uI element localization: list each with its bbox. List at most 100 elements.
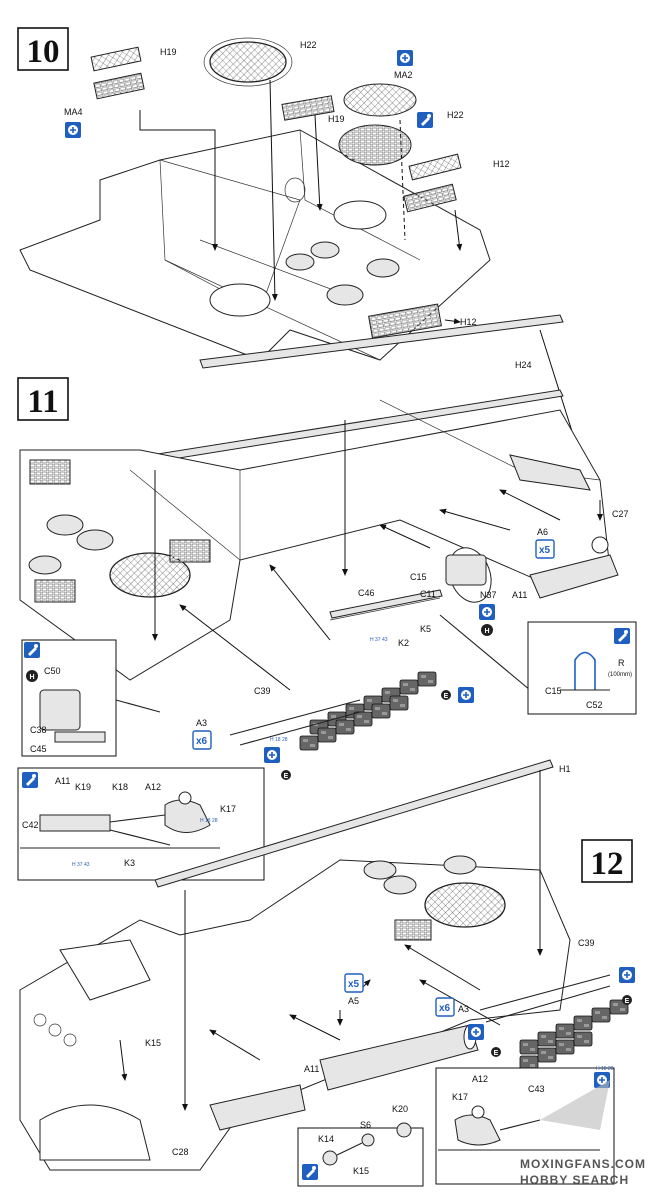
watermark-line2: HOBBY SEARCH — [520, 1173, 629, 1187]
grill-h19-mid — [281, 95, 335, 121]
bolt-e-icon — [441, 690, 451, 700]
ref-h37-43: H 37 43 — [370, 637, 388, 643]
label-k17: K17 — [220, 804, 236, 814]
mesh-ma4 — [90, 46, 142, 72]
label-h24: H24 — [515, 360, 532, 370]
step-11-box — [17, 377, 69, 421]
label-h12-b: H12 — [460, 317, 477, 327]
part-a11-upper — [529, 554, 619, 599]
glue-icon — [22, 772, 38, 788]
label-k2: K2 — [398, 638, 409, 648]
label-a3: A3 — [458, 1004, 469, 1014]
label-h22-b: H22 — [447, 110, 464, 120]
label-c15-b: C15 — [545, 686, 562, 696]
step-11-number: 11 — [27, 384, 58, 420]
repeat-icon-x5: x5 — [348, 979, 360, 990]
label-c50: C50 — [44, 666, 61, 676]
cement-icon — [467, 1023, 485, 1041]
label-r: R — [618, 658, 625, 668]
cement-icon — [396, 49, 414, 67]
label-c43: C43 — [528, 1084, 545, 1094]
label-c27: C27 — [612, 509, 629, 519]
label-c39: C39 — [254, 686, 271, 696]
step-10: 10 H19 MA4 — [17, 27, 602, 521]
label-h1: H1 — [559, 764, 571, 774]
label-h19-a: H19 — [160, 47, 177, 57]
bolt-e-icon — [622, 995, 632, 1005]
mesh-ma2 — [343, 83, 417, 117]
label-c28: C28 — [172, 1147, 189, 1157]
watermark-line1: MOXINGFANS.COM — [520, 1157, 646, 1171]
rail-h24 — [199, 314, 564, 369]
watermark-logo-icon — [540, 1080, 610, 1130]
label-r-size: (100mm) — [608, 672, 632, 678]
label-k20: K20 — [392, 1104, 408, 1114]
label-k5: K5 — [420, 624, 431, 634]
step-12-box — [581, 839, 633, 883]
cement-icon — [618, 966, 636, 984]
ref-h37-43-b: H 37 43 — [72, 862, 90, 868]
label-h22-a: H22 — [300, 40, 317, 50]
step-12: 12 — [19, 759, 636, 1187]
label-c42: C42 — [22, 820, 39, 830]
glue-icon — [24, 642, 40, 658]
step-11: 11 — [17, 377, 637, 881]
label-c45: C45 — [30, 744, 47, 754]
label-k17: K17 — [452, 1092, 468, 1102]
label-k18: K18 — [112, 782, 128, 792]
label-c38: C38 — [30, 725, 47, 735]
label-k15-b: K15 — [353, 1166, 369, 1176]
repeat-icon-x6: x6 — [439, 1003, 451, 1014]
label-h12-a: H12 — [493, 159, 510, 169]
label-c46: C46 — [358, 588, 375, 598]
label-c11: C11 — [420, 589, 436, 599]
repeat-icon-x6: x6 — [196, 736, 208, 747]
label-a12: A12 — [145, 782, 161, 792]
label-a12: A12 — [472, 1074, 488, 1084]
label-c15: C15 — [410, 572, 427, 582]
grill-h12 — [403, 183, 457, 213]
label-k3: K3 — [124, 858, 135, 868]
svg-text:H: H — [29, 674, 34, 681]
label-ma2: MA2 — [394, 70, 413, 80]
label-a3: A3 — [196, 718, 207, 728]
label-n37: N37 — [480, 590, 497, 600]
watermark: MOXINGFANS.COM HOBBY SEARCH — [520, 1080, 646, 1187]
label-c52: C52 — [586, 700, 603, 710]
rod-c46 — [329, 589, 443, 619]
inset-k14 — [297, 1127, 424, 1187]
label-a6: A6 — [537, 527, 548, 537]
label-c39: C39 — [578, 938, 595, 948]
bolt-e-icon — [491, 1047, 501, 1057]
mesh-h12 — [408, 153, 462, 181]
ref-h18-28: H 18 28 — [596, 1066, 614, 1072]
grill-h12-lower — [368, 303, 442, 339]
glue-icon — [614, 628, 630, 644]
label-ma4: MA4 — [64, 107, 83, 117]
svg-text:H: H — [484, 628, 489, 635]
hatch-h22-left — [209, 41, 287, 83]
step-10-box — [17, 27, 69, 71]
step-10-number: 10 — [27, 34, 60, 70]
label-a11-b: A11 — [55, 776, 70, 786]
cement-icon — [457, 686, 475, 704]
label-h19-b: H19 — [328, 114, 345, 124]
grill-h19-left — [93, 72, 145, 100]
cement-icon — [478, 603, 496, 621]
rail-h1 — [154, 759, 554, 888]
label-s6: S6 — [360, 1120, 371, 1130]
cement-icon — [64, 121, 82, 139]
glue-icon — [417, 112, 433, 128]
bolt-e-icon — [281, 770, 291, 780]
ref-h18-28-b: H 18 28 — [200, 818, 218, 824]
label-k19: K19 — [75, 782, 91, 792]
exhaust-a11 — [319, 1024, 479, 1091]
glue-icon — [302, 1164, 318, 1180]
cement-icon — [263, 746, 281, 764]
repeat-icon-x5: x5 — [539, 545, 551, 556]
label-k15: K15 — [145, 1038, 161, 1048]
label-a5: A5 — [348, 996, 359, 1006]
label-a11: A11 — [512, 590, 527, 600]
label-k14: K14 — [318, 1134, 334, 1144]
